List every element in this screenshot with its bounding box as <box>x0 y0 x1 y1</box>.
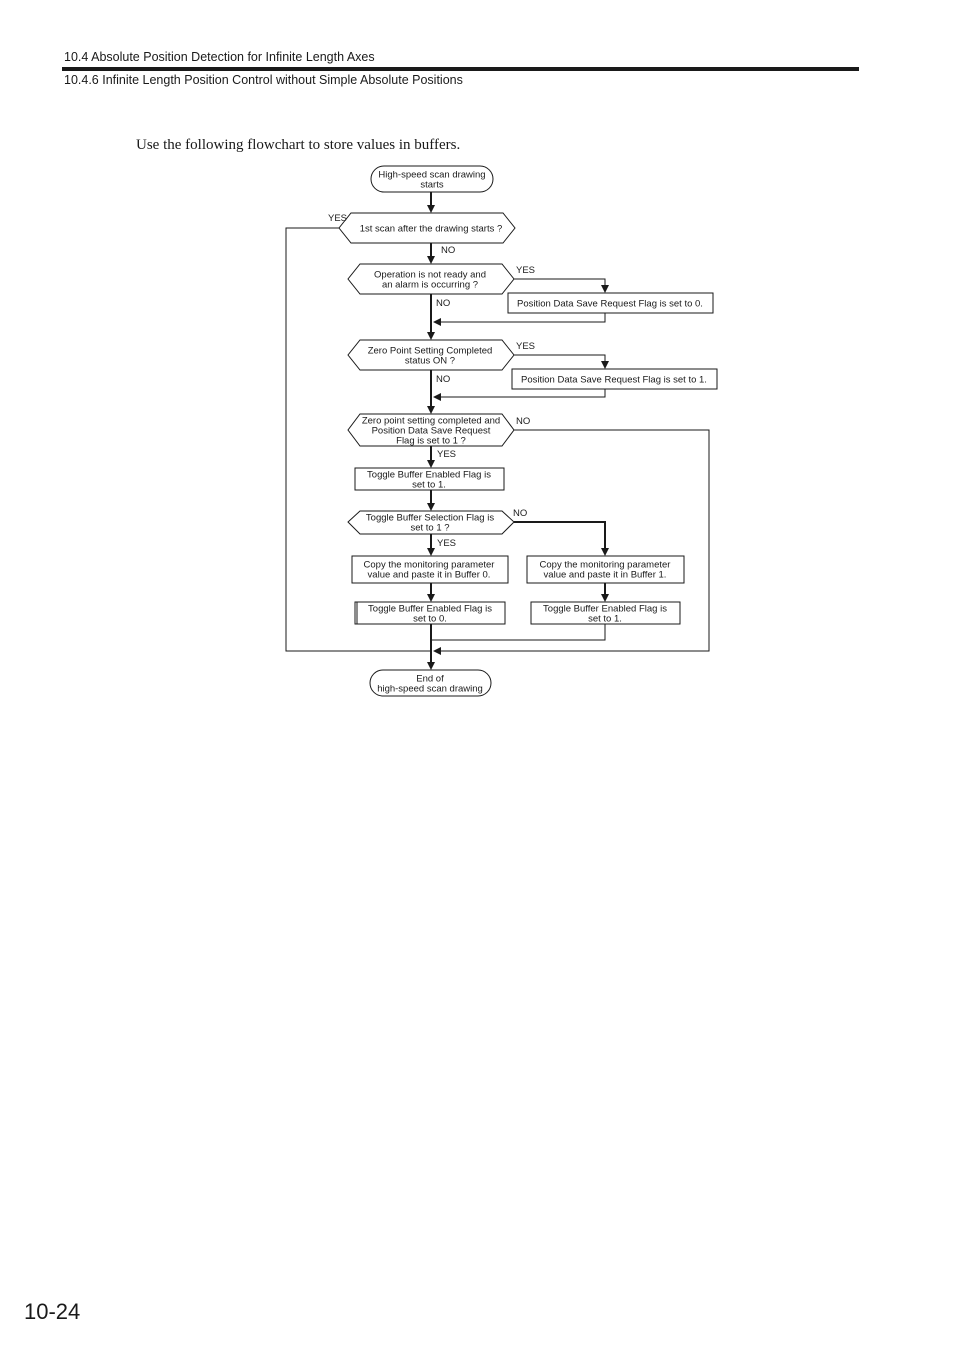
box-text-line: value and paste it in Buffer 1. <box>544 569 667 580</box>
box-text-line: Toggle Buffer Enabled Flag is <box>368 603 492 614</box>
box-text-line: Copy the monitoring parameter <box>364 559 495 570</box>
box-text-line: status ON ? <box>405 355 455 366</box>
decision-zero-point <box>347 339 515 371</box>
decision-not-ready <box>347 263 515 295</box>
label-no-not-ready: NO <box>436 298 450 309</box>
process-copy-buffer1 <box>526 555 685 584</box>
box-text-line: Toggle Buffer Selection Flag is <box>366 512 494 523</box>
section-header: 10.4 Absolute Position Detection for Inf… <box>64 50 375 64</box>
box-text-line: Position Data Save Request <box>372 425 491 436</box>
box-text-line: Zero Point Setting Completed <box>368 345 493 356</box>
box-text-line: starts <box>420 179 443 190</box>
box-text-line: Toggle Buffer Enabled Flag is <box>543 603 667 614</box>
box-text-line: set to 0. <box>413 613 447 624</box>
label-no-zero-point: NO <box>436 374 450 385</box>
box-text-line: high-speed scan drawing <box>377 683 483 694</box>
header-rule <box>62 67 859 71</box>
box-text-line: Flag is set to 1 ? <box>396 435 466 446</box>
process-save-flag-0-text: Position Data Save Request Flag is set t… <box>517 298 703 309</box>
box-text-line: End of <box>416 673 444 684</box>
decision-first-scan-text: 1st scan after the drawing starts ? <box>360 223 503 234</box>
subsection-header: 10.4.6 Infinite Length Position Control … <box>64 73 463 87</box>
label-yes-zero-and-save: YES <box>437 449 456 460</box>
end-terminator <box>369 669 492 697</box>
box-text-line: an alarm is occurring ? <box>382 279 478 290</box>
intro-text: Use the following flowchart to store val… <box>136 137 461 153</box>
process-save-flag-1 <box>511 368 718 390</box>
box-text-line: Zero point setting completed and <box>362 415 500 426</box>
box-text-line: set to 1 ? <box>410 522 449 533</box>
box-text-line: Copy the monitoring parameter <box>540 559 671 570</box>
process-save-flag-0 <box>507 292 714 314</box>
label-yes-not-ready: YES <box>516 265 535 276</box>
box-text-line: Position Data Save Request Flag is set t… <box>521 374 707 385</box>
box-text-line: set to 1. <box>412 479 446 490</box>
label-yes-toggle-selection: YES <box>437 538 456 549</box>
label-yes-zero-point: YES <box>516 341 535 352</box>
process-toggle-enabled-1-top <box>354 467 505 491</box>
box-text-line: 1st scan after the drawing starts ? <box>360 223 503 234</box>
label-no-zero-and-save: NO <box>516 416 530 427</box>
label-no-first-scan: NO <box>441 245 455 256</box>
page-number: 10-24 <box>24 1299 81 1324</box>
box-text-line: Position Data Save Request Flag is set t… <box>517 298 703 309</box>
decision-zero-and-save <box>347 413 515 447</box>
label-no-toggle-selection: NO <box>513 508 527 519</box>
decision-toggle-selection <box>347 510 515 535</box>
box-text-line: Toggle Buffer Enabled Flag is <box>367 469 491 480</box>
box-text-line: value and paste it in Buffer 0. <box>368 569 491 580</box>
box-text-line: Operation is not ready and <box>374 269 486 280</box>
box-text-line: High-speed scan drawing <box>378 169 485 180</box>
label-yes-first-scan: YES <box>328 213 347 224</box>
box-text-line: set to 1. <box>588 613 622 624</box>
process-save-flag-1-text: Position Data Save Request Flag is set t… <box>521 374 707 385</box>
flow-connectors <box>285 192 710 670</box>
